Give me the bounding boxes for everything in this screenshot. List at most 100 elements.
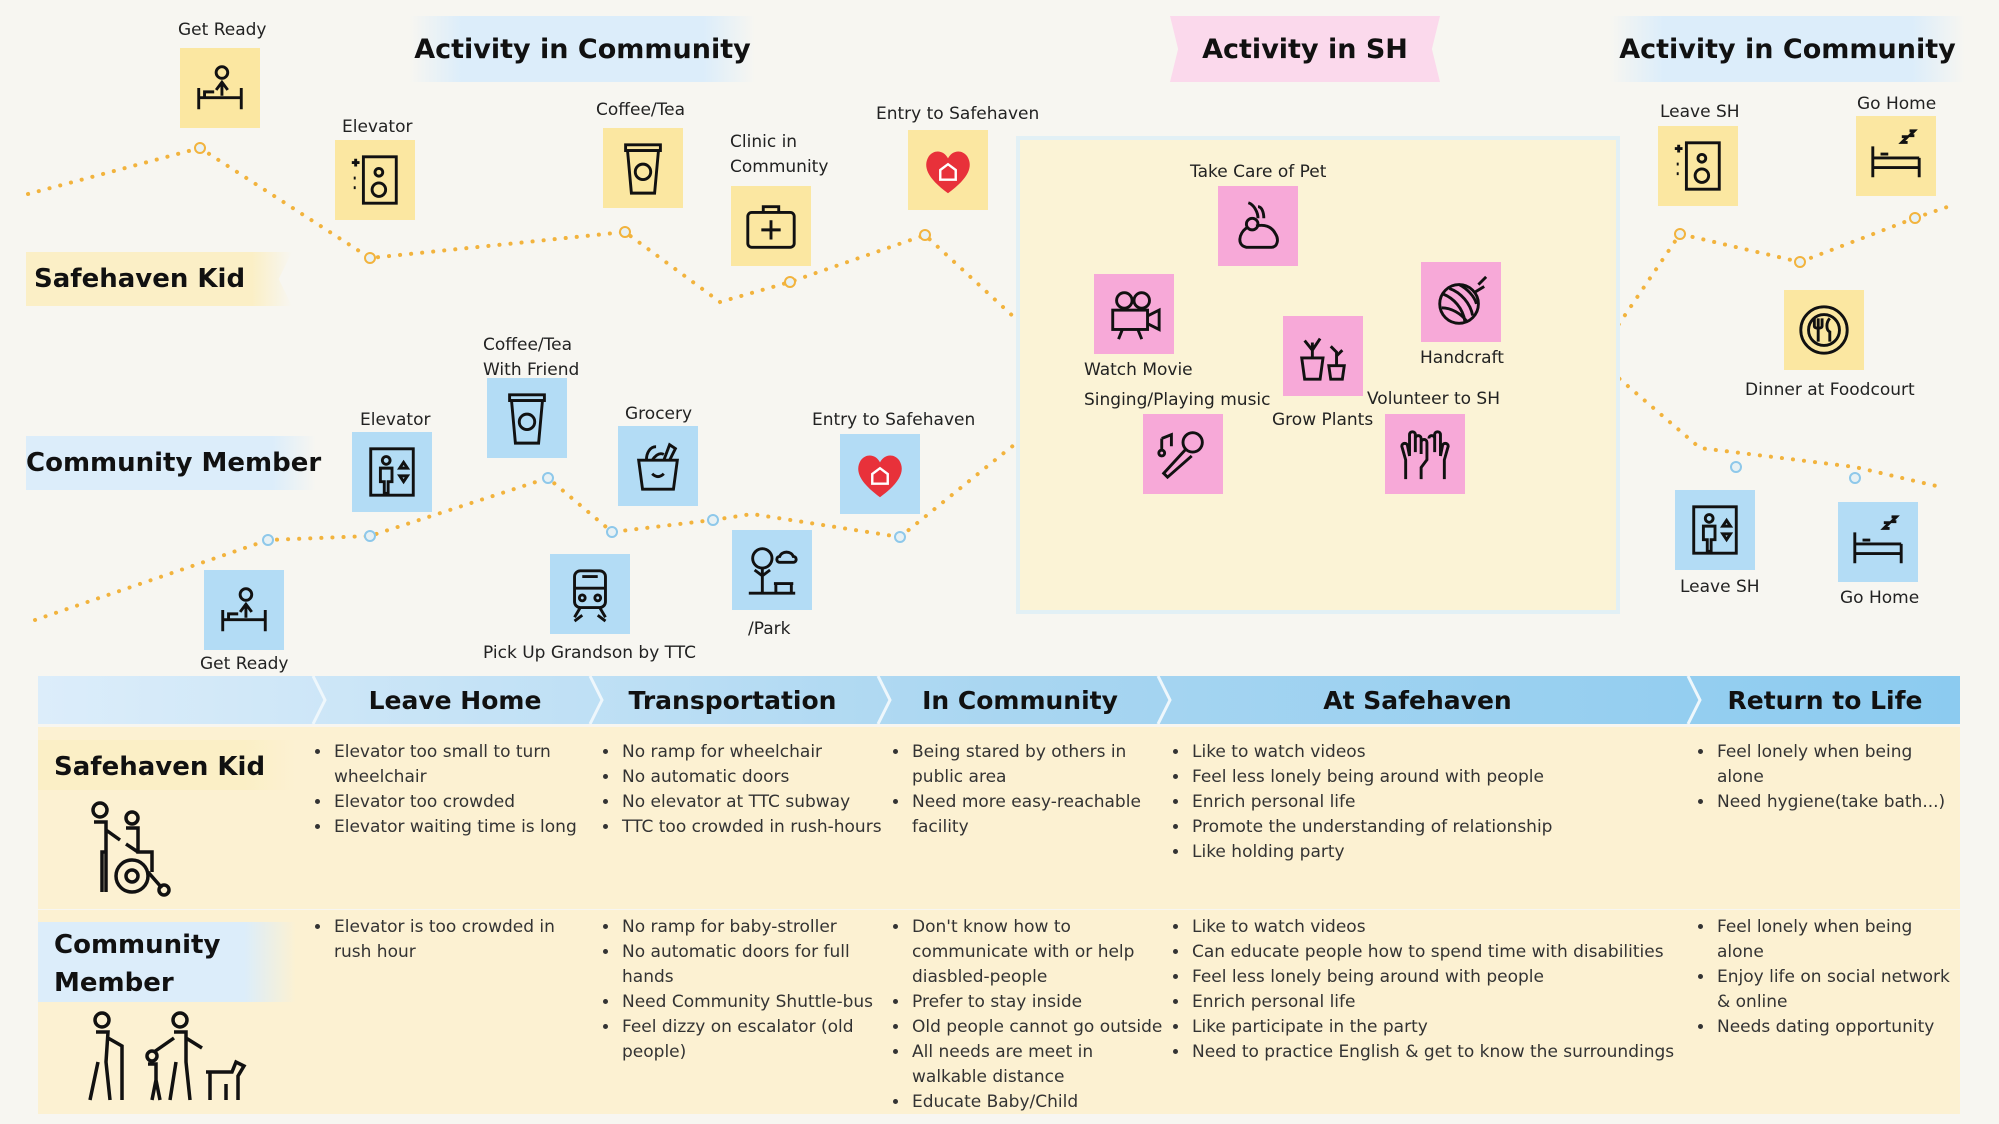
bullet-item: Like participate in the party xyxy=(1190,1015,1680,1040)
member-entry-tile xyxy=(840,434,920,514)
bullet-item: Like holding party xyxy=(1190,840,1670,865)
first-aid-kit-icon xyxy=(746,205,796,249)
bullet-item: Needs dating opportunity xyxy=(1715,1015,1960,1040)
table-label-kid: Safehaven Kid xyxy=(54,752,266,782)
member-cell-in-community: Don't know how to communicate with or he… xyxy=(890,915,1170,1115)
phase-leave-home: Leave Home xyxy=(368,685,542,715)
banner-activity-community-right: Activity in Community xyxy=(1610,16,1965,82)
label-member-go-home: Go Home xyxy=(1840,588,1920,608)
label-member-leave-sh: Leave SH xyxy=(1680,577,1760,597)
label-member-elevator: Elevator xyxy=(360,410,431,430)
kid-dinner-tile xyxy=(1784,290,1864,370)
row-label-kid: Safehaven Kid xyxy=(26,252,292,306)
sh-singing-tile xyxy=(1143,414,1223,494)
elevator-person-icon xyxy=(369,447,415,497)
kid-leave-sh-tile xyxy=(1658,126,1738,206)
member-path xyxy=(33,388,1087,622)
heart-house-icon xyxy=(926,151,970,194)
bullet-item: Can educate people how to spend time wit… xyxy=(1190,940,1680,965)
label-kid-go-home: Go Home xyxy=(1857,94,1937,114)
bullet-item: Elevator too small to turn wheelchair xyxy=(332,740,592,790)
plate-cutlery-icon xyxy=(1799,305,1849,355)
bullet-item: No automatic doors for full hands xyxy=(620,940,885,990)
bullet-item: Elevator waiting time is long xyxy=(332,815,592,840)
bullet-item: No elevator at TTC subway xyxy=(620,790,885,815)
label-kid-get-ready: Get Ready xyxy=(178,20,267,40)
kid-go-home-tile xyxy=(1856,116,1936,196)
bullet-item: Like to watch videos xyxy=(1190,915,1680,940)
member-grocery-tile xyxy=(618,426,698,506)
row-label-member: Community Member xyxy=(26,436,321,490)
kid-path xyxy=(26,145,1100,358)
label-sh-singing: Singing/Playing music xyxy=(1084,390,1271,410)
label-member-grocery: Grocery xyxy=(625,404,693,424)
bullet-item: Being stared by others in public area xyxy=(910,740,1160,790)
kid-cell-at-safehaven: Like to watch videosFeel less lonely bei… xyxy=(1170,740,1670,865)
bullet-item: Feel lonely when being alone xyxy=(1715,740,1960,790)
park-tree-icon xyxy=(748,547,798,595)
bullet-item: Need hygiene(take bath...) xyxy=(1715,790,1960,815)
table-row-kid xyxy=(38,727,1960,909)
bullet-item: Enrich personal life xyxy=(1190,990,1680,1015)
family-walking-icon xyxy=(88,1011,247,1101)
bullet-item: Like to watch videos xyxy=(1190,740,1670,765)
microphone-music-icon xyxy=(1157,431,1204,480)
member-coffee-tile xyxy=(487,378,567,458)
member-label-bg xyxy=(38,922,296,1002)
wheelchair-caregiver-icon xyxy=(91,801,171,897)
coffee-cup-icon xyxy=(624,143,662,195)
bullet-item: Feel less lonely being around with peopl… xyxy=(1190,965,1680,990)
kid-clinic-tile xyxy=(731,186,811,266)
table-row-member xyxy=(38,910,1960,1114)
bullet-item: Educate Baby/Child xyxy=(910,1090,1170,1115)
rabbit-icon xyxy=(1238,201,1279,249)
movie-camera-icon xyxy=(1111,291,1161,340)
label-sh-plants: Grow Plants xyxy=(1272,410,1374,430)
sh-movie-tile xyxy=(1094,274,1174,354)
bullet-item: Prefer to stay inside xyxy=(910,990,1170,1015)
banner-activity-community-left: Activity in Community xyxy=(410,16,755,82)
yarn-ball-icon xyxy=(1438,275,1488,325)
label-member-coffee: Coffee/Tea With Friend xyxy=(483,335,580,380)
phase-bar xyxy=(38,676,1960,724)
label-kid-dinner: Dinner at Foodcourt xyxy=(1745,380,1915,400)
label-member-get-ready: Get Ready xyxy=(200,654,289,674)
sh-handcraft-tile xyxy=(1421,262,1501,342)
label-sh-volunteer: Volunteer to SH xyxy=(1367,389,1501,409)
label-kid-coffee: Coffee/Tea xyxy=(596,100,686,120)
phase-return-to-life: Return to Life xyxy=(1727,685,1923,715)
bullet-item: Don't know how to communicate with or he… xyxy=(910,915,1170,990)
sh-plants-tile xyxy=(1283,316,1363,396)
label-sh-pet: Take Care of Pet xyxy=(1190,162,1327,182)
phase-at-safehaven: At Safehaven xyxy=(1323,685,1512,715)
member-go-home-tile xyxy=(1838,502,1918,582)
label-member-entry: Entry to Safehaven xyxy=(812,410,976,430)
elevator-wheelchair-icon xyxy=(1674,141,1721,191)
member-pickup-tile xyxy=(550,554,630,634)
table-label-member: Community Member xyxy=(54,930,221,998)
member-cell-transportation: No ramp for baby-strollerNo automatic do… xyxy=(600,915,885,1065)
bullet-item: Feel less lonely being around with peopl… xyxy=(1190,765,1670,790)
kid-elevator-tile xyxy=(335,140,415,220)
bed-person-icon xyxy=(197,65,243,110)
bullet-item: No ramp for baby-stroller xyxy=(620,915,885,940)
kid-entry-tile xyxy=(908,130,988,210)
raised-hands-icon xyxy=(1400,430,1450,480)
bullet-item: Promote the understanding of relationshi… xyxy=(1190,815,1670,840)
label-kid-clinic: Clinic in Community xyxy=(730,132,829,177)
member-elevator-tile xyxy=(352,432,432,512)
member-leave-sh-tile xyxy=(1675,490,1755,570)
bullet-item: Need to practice English & get to know t… xyxy=(1190,1040,1680,1065)
member-cell-at-safehaven: Like to watch videosCan educate people h… xyxy=(1170,915,1680,1065)
phase-transportation: Transportation xyxy=(628,685,837,715)
label-kid-elevator: Elevator xyxy=(342,117,413,137)
kid-coffee-tile xyxy=(603,128,683,208)
sleeping-bed-icon xyxy=(1853,515,1903,564)
bullet-item: TTC too crowded in rush-hours xyxy=(620,815,885,840)
member-park-tile xyxy=(732,530,812,610)
coffee-cup-icon xyxy=(508,393,546,445)
kid-cell-return-to-life: Feel lonely when being aloneNeed hygiene… xyxy=(1695,740,1960,815)
bullet-item: Enrich personal life xyxy=(1190,790,1670,815)
sh-pet-tile xyxy=(1218,186,1298,266)
